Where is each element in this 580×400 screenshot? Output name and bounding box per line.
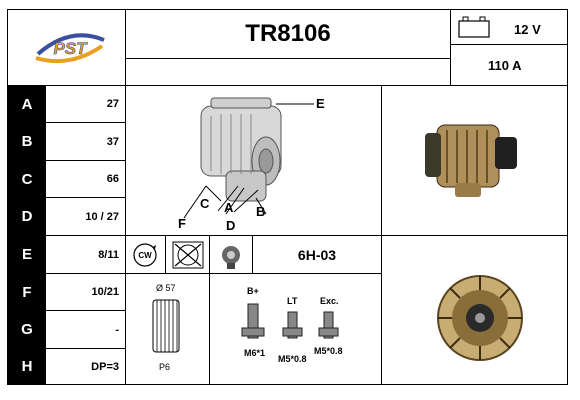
pulley-icon xyxy=(147,296,185,356)
amperage-value: 110 A xyxy=(488,58,522,73)
diagram-label-a: A xyxy=(224,200,234,215)
row-value-h: DP=3 xyxy=(91,360,119,373)
row-separator xyxy=(8,310,126,311)
row-label-f: F xyxy=(8,274,46,310)
row-label-b: B xyxy=(8,123,46,160)
alternator-front-photo xyxy=(420,260,540,375)
dimension-diagram: E F C A B D xyxy=(126,86,381,235)
pulley-type: P6 xyxy=(159,362,171,372)
row-separator xyxy=(8,160,126,161)
terminal-lt-label: LT xyxy=(287,296,298,306)
row-value-g: - xyxy=(115,323,119,336)
row-value-a: 27 xyxy=(106,98,119,110)
part-number-title: TR8106 xyxy=(245,20,331,47)
row-label-e: E xyxy=(8,236,46,273)
row-value-b: 37 xyxy=(106,135,119,148)
grid-line xyxy=(125,273,381,274)
terminal-m5a-label: M5*0.8 xyxy=(278,354,307,364)
fan-icon xyxy=(171,240,205,270)
alternator-side-photo xyxy=(395,95,565,225)
battery-icon xyxy=(458,15,492,39)
grid-line xyxy=(209,235,210,385)
row-label-h: H xyxy=(8,349,46,384)
row-separator xyxy=(8,273,126,274)
row-label-a: A xyxy=(8,86,46,122)
terminal-m5b-label: M5*0.8 xyxy=(314,346,343,356)
diagram-label-e: E xyxy=(316,96,325,111)
brand-logo: PST xyxy=(30,24,110,68)
row-separator xyxy=(8,235,126,236)
diagram-label-d: D xyxy=(226,218,235,233)
grid-line xyxy=(165,235,166,273)
row-value-f: 10/21 xyxy=(91,286,119,298)
rotation-text: CW xyxy=(138,251,152,260)
spec-sheet-frame xyxy=(7,9,568,385)
grid-line xyxy=(125,58,451,59)
row-separator xyxy=(8,348,126,349)
grid-line xyxy=(252,235,253,273)
row-label-c: C xyxy=(8,161,46,197)
pulley-diameter: Ø 57 xyxy=(156,283,176,293)
diagram-label-c: C xyxy=(200,196,210,211)
diagram-label-b: B xyxy=(256,204,265,219)
terminal-b-plus-label: B+ xyxy=(247,286,259,296)
grid-line xyxy=(450,44,568,45)
grid-line xyxy=(450,9,451,85)
regulator-code: 6H-03 xyxy=(297,246,337,263)
voltage-value: 12 V xyxy=(514,22,541,37)
row-value-d: 10 / 27 xyxy=(85,210,119,223)
regulator-icon xyxy=(215,241,247,271)
terminal-m6-label: M6*1 xyxy=(244,348,266,358)
diagram-label-f: F xyxy=(178,216,186,231)
grid-line xyxy=(125,235,568,236)
terminal-exc-label: Exc. xyxy=(320,296,339,306)
logo-text: PST xyxy=(53,39,88,58)
row-label-d: D xyxy=(8,198,46,235)
row-label-g: G xyxy=(8,311,46,348)
terminal-bolts-icon xyxy=(232,300,352,346)
row-separator xyxy=(8,197,126,198)
row-separator xyxy=(8,122,126,123)
row-value-c: 66 xyxy=(106,173,119,185)
row-value-e: 8/11 xyxy=(98,248,119,261)
rotation-cw-icon: CW xyxy=(131,241,159,269)
grid-line xyxy=(7,85,568,86)
